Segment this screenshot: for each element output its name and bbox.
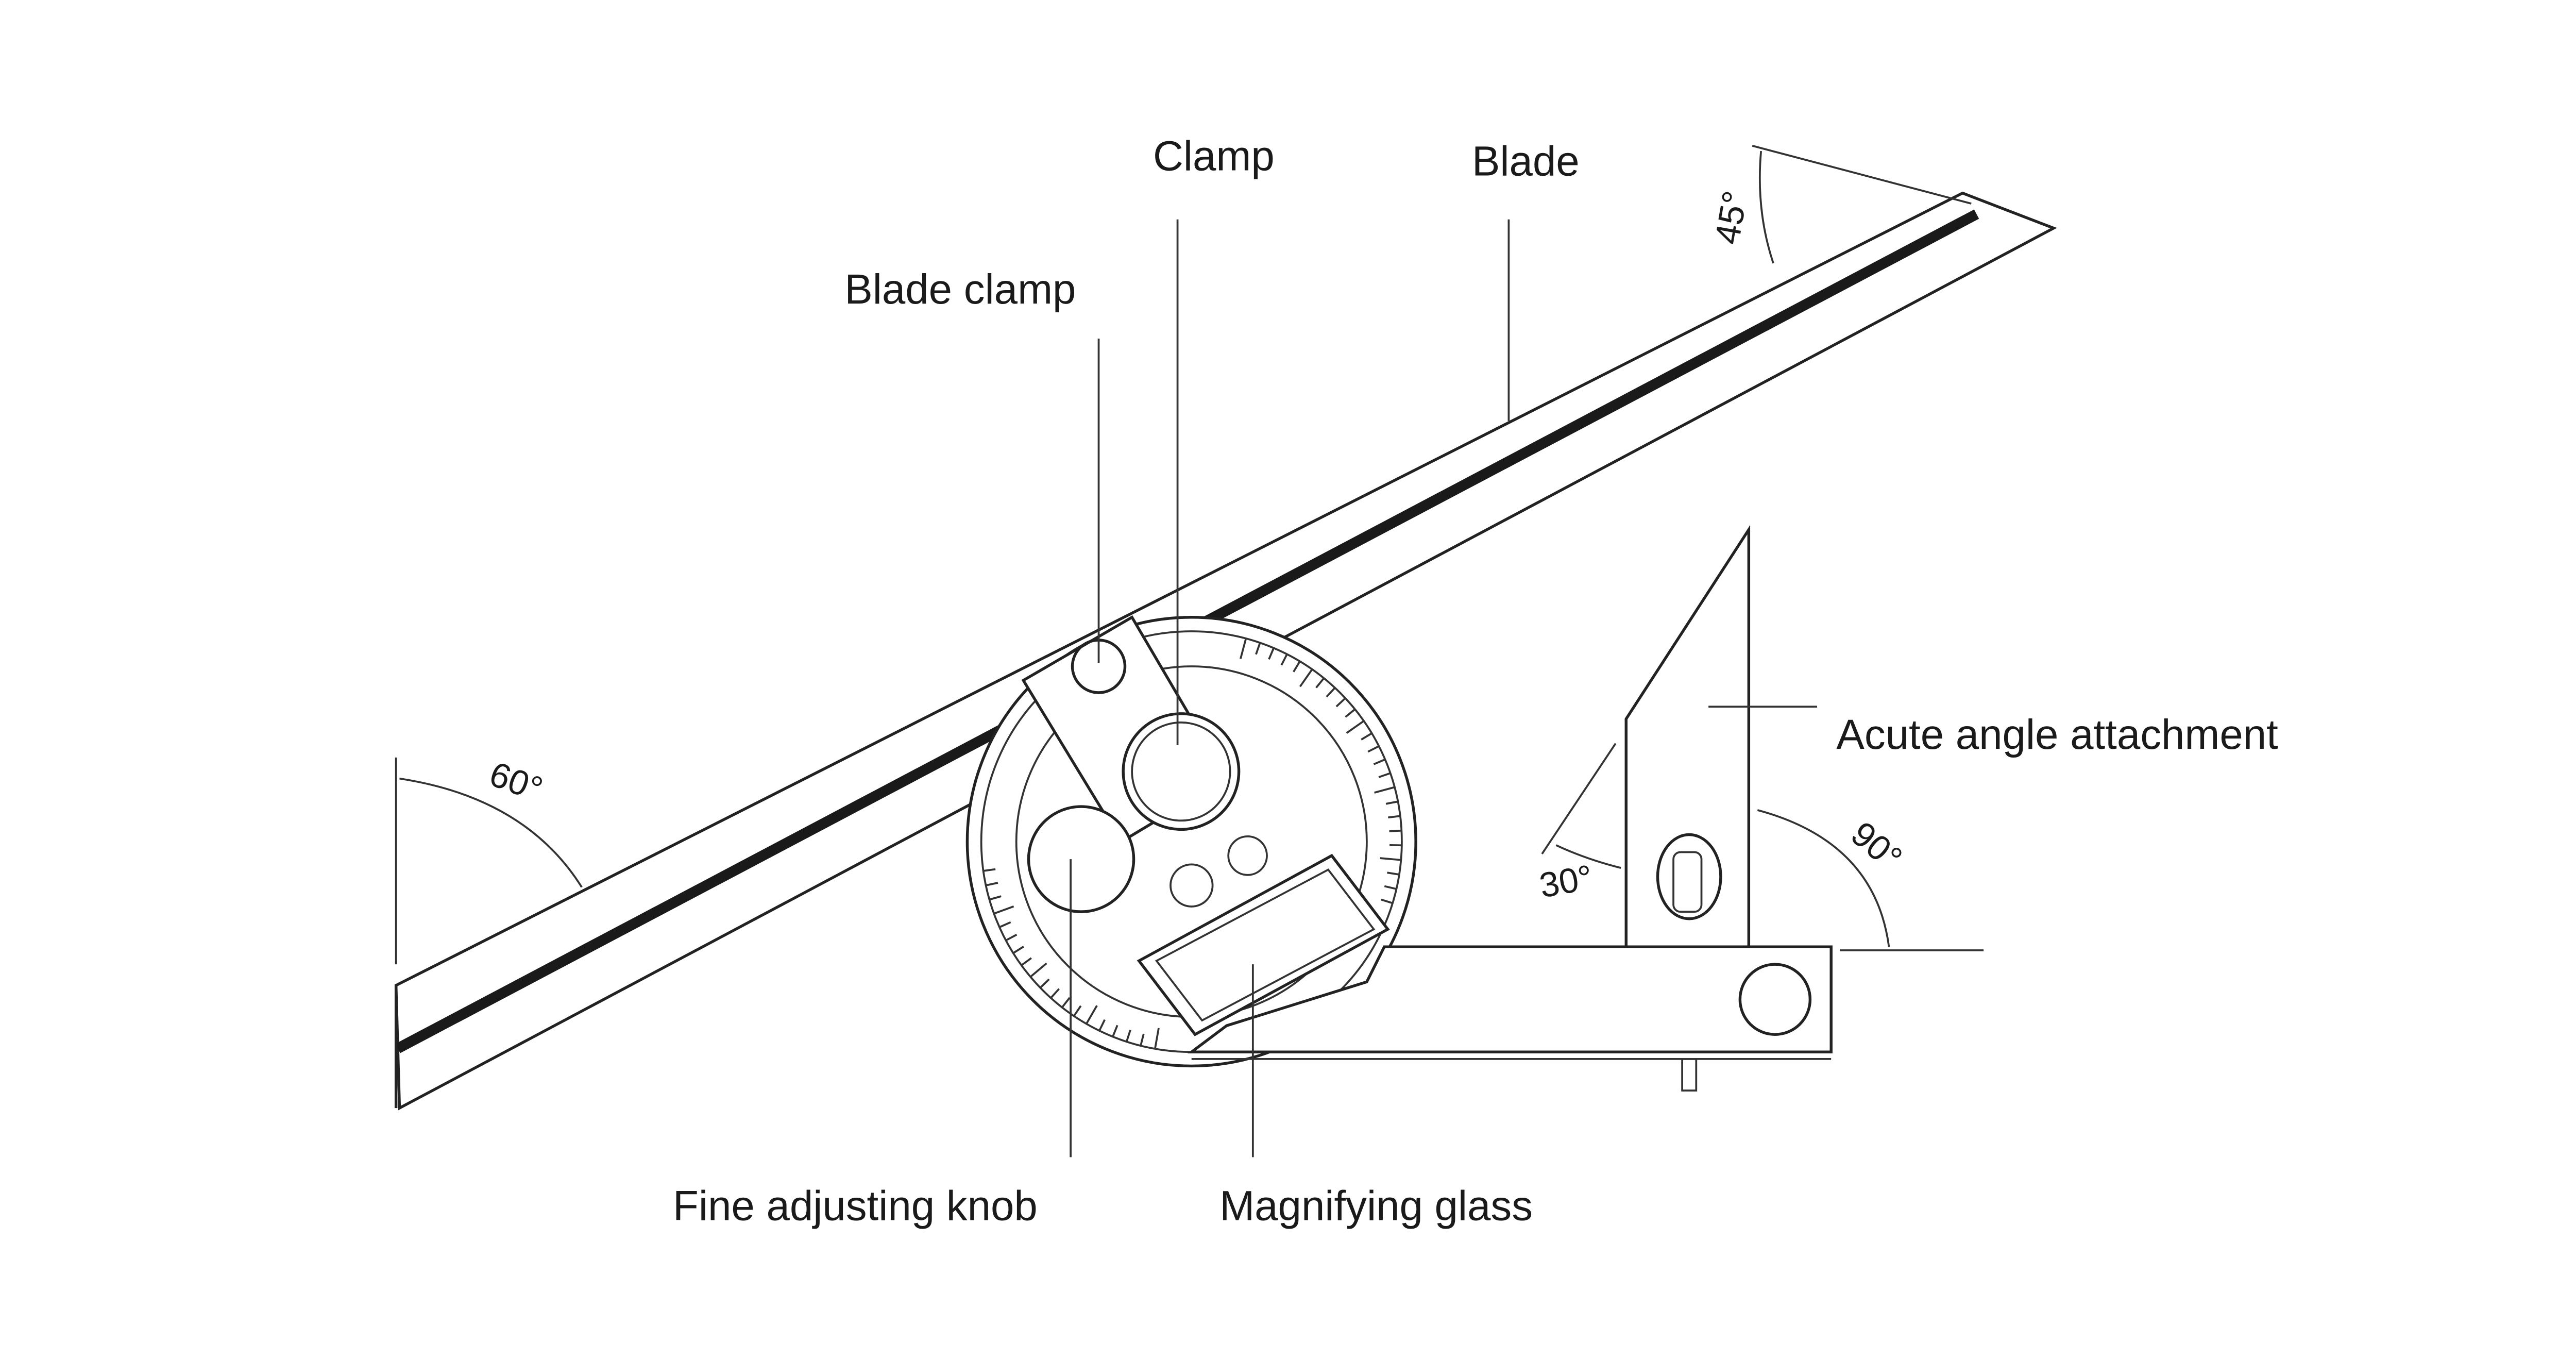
- scale-tick: [999, 921, 1011, 928]
- dial-scale-ticks: [983, 638, 1402, 1049]
- scale-tick: [1367, 745, 1380, 753]
- clamp-knob-outer: [1122, 712, 1241, 831]
- scale-tick: [1050, 988, 1060, 999]
- reference-line-30: [1541, 743, 1617, 854]
- scale-tick: [1293, 661, 1301, 673]
- stock-screw: [1738, 963, 1812, 1036]
- scale-tick: [993, 905, 1014, 915]
- clamp-knob-inner: [1131, 721, 1231, 822]
- scale-tick: [1280, 653, 1288, 666]
- scale-tick: [1255, 642, 1261, 655]
- arc-30: [1555, 844, 1621, 869]
- leader-lines: [1070, 219, 1510, 1157]
- scale-tick: [1387, 871, 1400, 876]
- scale-tick: [1098, 1019, 1106, 1031]
- scale-tick: [1125, 1030, 1131, 1042]
- scale-tick: [1373, 758, 1386, 765]
- angle-label-60: 60°: [484, 754, 548, 810]
- scale-tick: [1326, 687, 1336, 698]
- attachment-slot-ring: [1656, 833, 1722, 920]
- stock: [1187, 945, 1833, 1092]
- small-screw-right: [1227, 835, 1268, 876]
- scale-tick: [983, 868, 996, 872]
- scale-tick: [1384, 885, 1397, 890]
- scale-tick: [986, 882, 998, 886]
- scale-tick: [1061, 997, 1071, 1008]
- label-magnifying-glass: Magnifying glass: [1219, 1183, 1533, 1230]
- attachment-body: [1624, 525, 1751, 948]
- arc-45: [1758, 150, 1774, 264]
- scale-tick: [1029, 962, 1047, 978]
- scale-tick: [1073, 1005, 1082, 1017]
- arc-90: [1757, 809, 1890, 947]
- magnifier-frame: [1137, 853, 1390, 1036]
- scale-tick: [1039, 978, 1050, 988]
- scale-tick: [1140, 1033, 1145, 1046]
- scale-tick: [1380, 898, 1393, 904]
- stock-body: [1187, 945, 1833, 1053]
- small-screw-left: [1170, 863, 1214, 908]
- fine-adjusting-knob: [1027, 805, 1136, 913]
- angle-label-90: 90°: [1844, 814, 1910, 878]
- scale-tick: [1388, 815, 1401, 819]
- scale-tick: [1361, 732, 1372, 741]
- label-blade-clamp: Blade clamp: [844, 266, 1076, 313]
- stock-pin: [1681, 1058, 1698, 1092]
- scale-tick: [1385, 800, 1398, 805]
- angle-label-45: 45°: [1707, 188, 1755, 247]
- scale-tick: [1240, 638, 1247, 659]
- scale-tick: [1335, 697, 1346, 708]
- label-acute-angle-attachment: Acute angle attachment: [1836, 711, 2278, 758]
- reference-line-45: [1752, 145, 1972, 205]
- magnifying-glass: [1137, 853, 1390, 1036]
- scale-tick: [1112, 1025, 1118, 1037]
- scale-tick: [989, 895, 1002, 901]
- scale-tick: [1154, 1028, 1160, 1049]
- scale-tick: [1374, 786, 1395, 794]
- scale-tick: [1380, 857, 1401, 861]
- scale-tick: [1299, 668, 1313, 687]
- scale-tick: [1012, 946, 1024, 954]
- scale-tick: [1378, 772, 1391, 778]
- blade-clamp-plate: [1021, 615, 1268, 913]
- scale-tick: [1268, 647, 1275, 660]
- scale-tick: [1005, 933, 1018, 942]
- arc-60: [399, 777, 583, 888]
- scale-tick: [1345, 708, 1356, 718]
- label-clamp: Clamp: [1153, 132, 1275, 179]
- scale-tick: [1346, 720, 1365, 734]
- magnifier-lens: [1155, 868, 1376, 1022]
- acute-angle-attachment: [1541, 525, 1984, 951]
- angle-label-30: 30°: [1536, 858, 1595, 905]
- scale-tick: [1315, 677, 1325, 689]
- angle-dimensions: [395, 145, 1972, 965]
- scale-tick: [1086, 1005, 1098, 1025]
- label-fine-adjusting-knob: Fine adjusting knob: [673, 1183, 1038, 1230]
- label-blade: Blade: [1472, 138, 1580, 185]
- attachment-slot: [1672, 851, 1703, 913]
- scale-tick: [1021, 957, 1032, 966]
